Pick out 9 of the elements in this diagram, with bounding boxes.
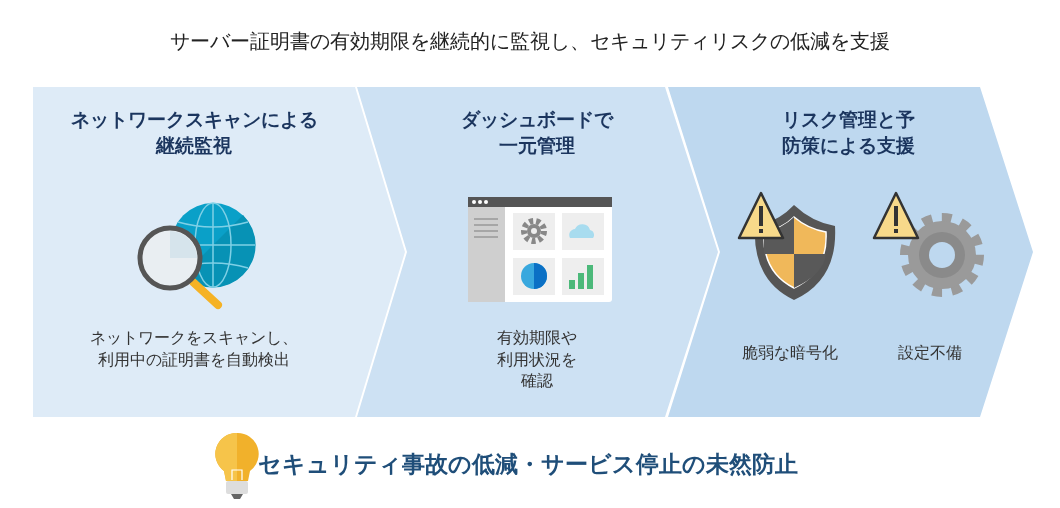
title: サーバー証明書の有効期限を継続的に監視し、セキュリティリスクの低減を支援 bbox=[170, 28, 890, 55]
step-description: 設定不備 bbox=[898, 342, 962, 364]
step-description: 有効期限や利用状況を確認 bbox=[496, 327, 578, 392]
step-heading: ネットワークスキャンによる継続監視 bbox=[69, 107, 319, 158]
conclusion-text: セキュリティ事故の低減・サービス停止の未然防止 bbox=[258, 450, 798, 479]
step-description: 脆弱な暗号化 bbox=[742, 342, 838, 364]
step-heading: リスク管理と予防策による支援 bbox=[780, 107, 916, 158]
step-description: ネットワークをスキャンし、利用中の証明書を自動検出 bbox=[89, 327, 299, 371]
step-heading: ダッシュボードで一元管理 bbox=[460, 107, 615, 158]
